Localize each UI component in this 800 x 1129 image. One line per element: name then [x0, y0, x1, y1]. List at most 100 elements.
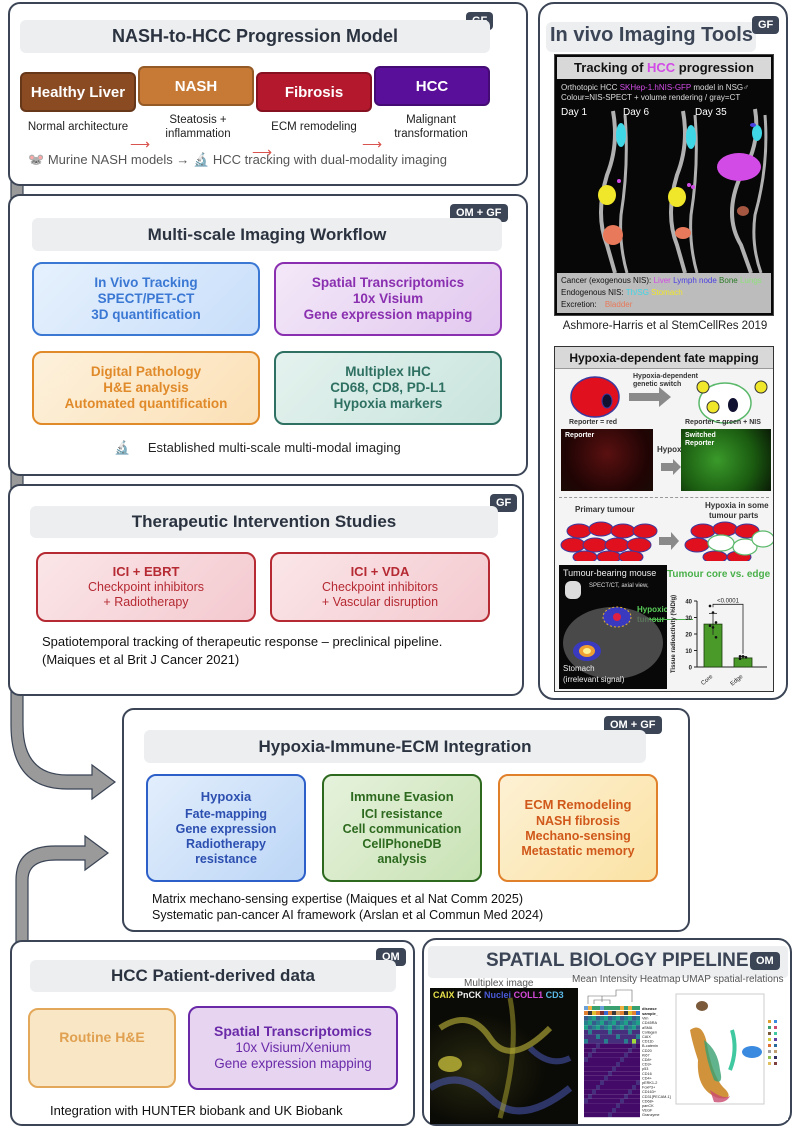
heatmap-cell — [620, 1029, 624, 1035]
heatmap-cell — [604, 1048, 608, 1053]
heatmap-cell — [592, 1103, 596, 1108]
heatmap-cell — [620, 1094, 624, 1099]
integration-footer-1: Matrix mechano-sensing expertise (Maique… — [152, 892, 523, 906]
multiplex-texture — [430, 997, 573, 1119]
heatmap-row-label: CD3+ — [642, 1063, 653, 1067]
heatmap-cell — [620, 1112, 624, 1118]
heatmap-cell — [616, 1094, 620, 1099]
heatmap-cell — [584, 1066, 588, 1072]
heatmap-cell — [600, 1057, 604, 1062]
heatmap-cell — [628, 1052, 632, 1058]
heatmap-cell — [620, 1108, 624, 1113]
tracking-title: Tracking of HCC progression — [557, 57, 771, 79]
heatmap-cell — [584, 1025, 588, 1030]
switch-label-2: genetic switch — [633, 381, 682, 388]
heatmap-cell — [604, 1025, 608, 1030]
switch-arrow — [629, 387, 671, 407]
heatmap-header-cell — [596, 1011, 600, 1015]
stage-desc-fibrosis: ECM remodeling — [271, 121, 357, 133]
heatmap-cell — [628, 1029, 632, 1035]
heatmap-cell — [604, 1112, 608, 1118]
heatmap-header-label: sample_ — [642, 1011, 659, 1016]
heatmap-cell — [628, 1025, 632, 1030]
th-sg-day6 — [686, 125, 696, 149]
heatmap-cell — [636, 1048, 640, 1053]
box-routine-he: Routine H&E — [28, 1008, 176, 1088]
mouse-ct-renders — [598, 108, 768, 274]
divider — [559, 497, 769, 498]
heatmap-header-cell — [636, 1011, 640, 1015]
workflow-badge: OM + GF — [450, 204, 508, 222]
heatmap-row-label: CD20 — [642, 1049, 652, 1053]
heatmap-cell — [608, 1016, 612, 1021]
heatmap-cell — [636, 1094, 640, 1099]
heatmap-cell — [612, 1062, 616, 1067]
heatmap-header-cell — [620, 1011, 624, 1015]
heatmap-row-label: Granzyme — [642, 1113, 660, 1117]
tracking-image: Tracking of HCC progression Orthotopic H… — [554, 54, 774, 316]
heatmap-cell — [604, 1108, 608, 1113]
heatmap-row-label: pERK1-2 — [642, 1081, 657, 1085]
heatmap-cell — [604, 1103, 608, 1108]
heatmap-cell — [636, 1034, 640, 1039]
integration-box-line: Metastatic memory — [521, 844, 635, 859]
heatmap-cell — [612, 1043, 616, 1049]
data-point — [708, 604, 712, 608]
heatmap-cell — [604, 1066, 608, 1072]
y-tick-label: 20 — [685, 633, 692, 639]
heatmap-cell — [616, 1048, 620, 1053]
heatmap-cell — [588, 1071, 592, 1076]
workflow-footer: 🔬 Established multi-scale multi-modal im… — [114, 440, 401, 455]
heatmap-cell — [584, 1020, 588, 1026]
spatial-biology-panel: SPATIAL BIOLOGY PIPELINE OM Multiplex im… — [422, 938, 792, 1126]
switched-reporter-image: Switched Reporter — [681, 429, 771, 491]
heatmap-cell — [584, 1094, 588, 1099]
heatmap-header-cell — [588, 1011, 592, 1015]
heatmap-cell — [624, 1016, 628, 1021]
heatmap-cell — [608, 1039, 612, 1044]
tracking-desc-1: Orthotopic HCC SKHep-1.hNIS-GFP model in… — [561, 83, 750, 92]
heatmap-cell — [624, 1112, 628, 1118]
heatmap-cell — [604, 1057, 608, 1062]
data-point — [711, 611, 715, 614]
sub-heatmap: Mean Intensity Heatmap — [572, 974, 681, 985]
heatmap-cell — [604, 1029, 608, 1035]
heatmap-cell — [628, 1020, 632, 1026]
liver-day1 — [617, 179, 621, 183]
liver-day6-a — [687, 183, 691, 187]
heatmap-cell — [600, 1085, 604, 1090]
heatmap-header-cell — [632, 1011, 636, 1015]
heatmap-header-cell — [624, 1011, 628, 1015]
stage-desc-hcc: Malignant transformation — [394, 114, 468, 140]
heatmap-header-cell — [628, 1006, 632, 1010]
heatmap-cell — [628, 1094, 632, 1099]
heatmap-cell — [636, 1075, 640, 1081]
heatmap-cell — [624, 1062, 628, 1067]
y-tick-label: 30 — [685, 616, 692, 622]
heatmap-cell — [588, 1080, 592, 1085]
heatmap-cell — [616, 1085, 620, 1090]
heatmap-cell — [592, 1112, 596, 1118]
heatmap-cell — [608, 1103, 612, 1108]
heatmap-header-cell — [584, 1006, 588, 1010]
heatmap-cell — [612, 1112, 616, 1118]
lymph-node-day35 — [750, 123, 756, 127]
heatmap-cell — [636, 1112, 640, 1118]
heatmap-cell — [588, 1034, 592, 1039]
heatmap-cell — [604, 1075, 608, 1081]
heatmap-cell — [604, 1039, 608, 1044]
invivo-title: In vivo Imaging Tools — [550, 24, 753, 46]
radiation-icon-1 — [706, 400, 720, 414]
heatmap-cell — [612, 1034, 616, 1039]
integration-box-line: ICI resistance — [361, 806, 443, 821]
heatmap-cell — [596, 1066, 600, 1072]
heatmap-cell — [596, 1020, 600, 1026]
heatmap-cell — [596, 1098, 600, 1104]
heatmap-cell — [608, 1112, 612, 1118]
heatmap-cell — [632, 1098, 636, 1104]
heatmap-cell — [612, 1016, 616, 1021]
heatmap-cell — [628, 1016, 632, 1021]
stomach-label-2: (irrelevant signal) — [563, 675, 625, 684]
heatmap-cell — [612, 1039, 616, 1044]
